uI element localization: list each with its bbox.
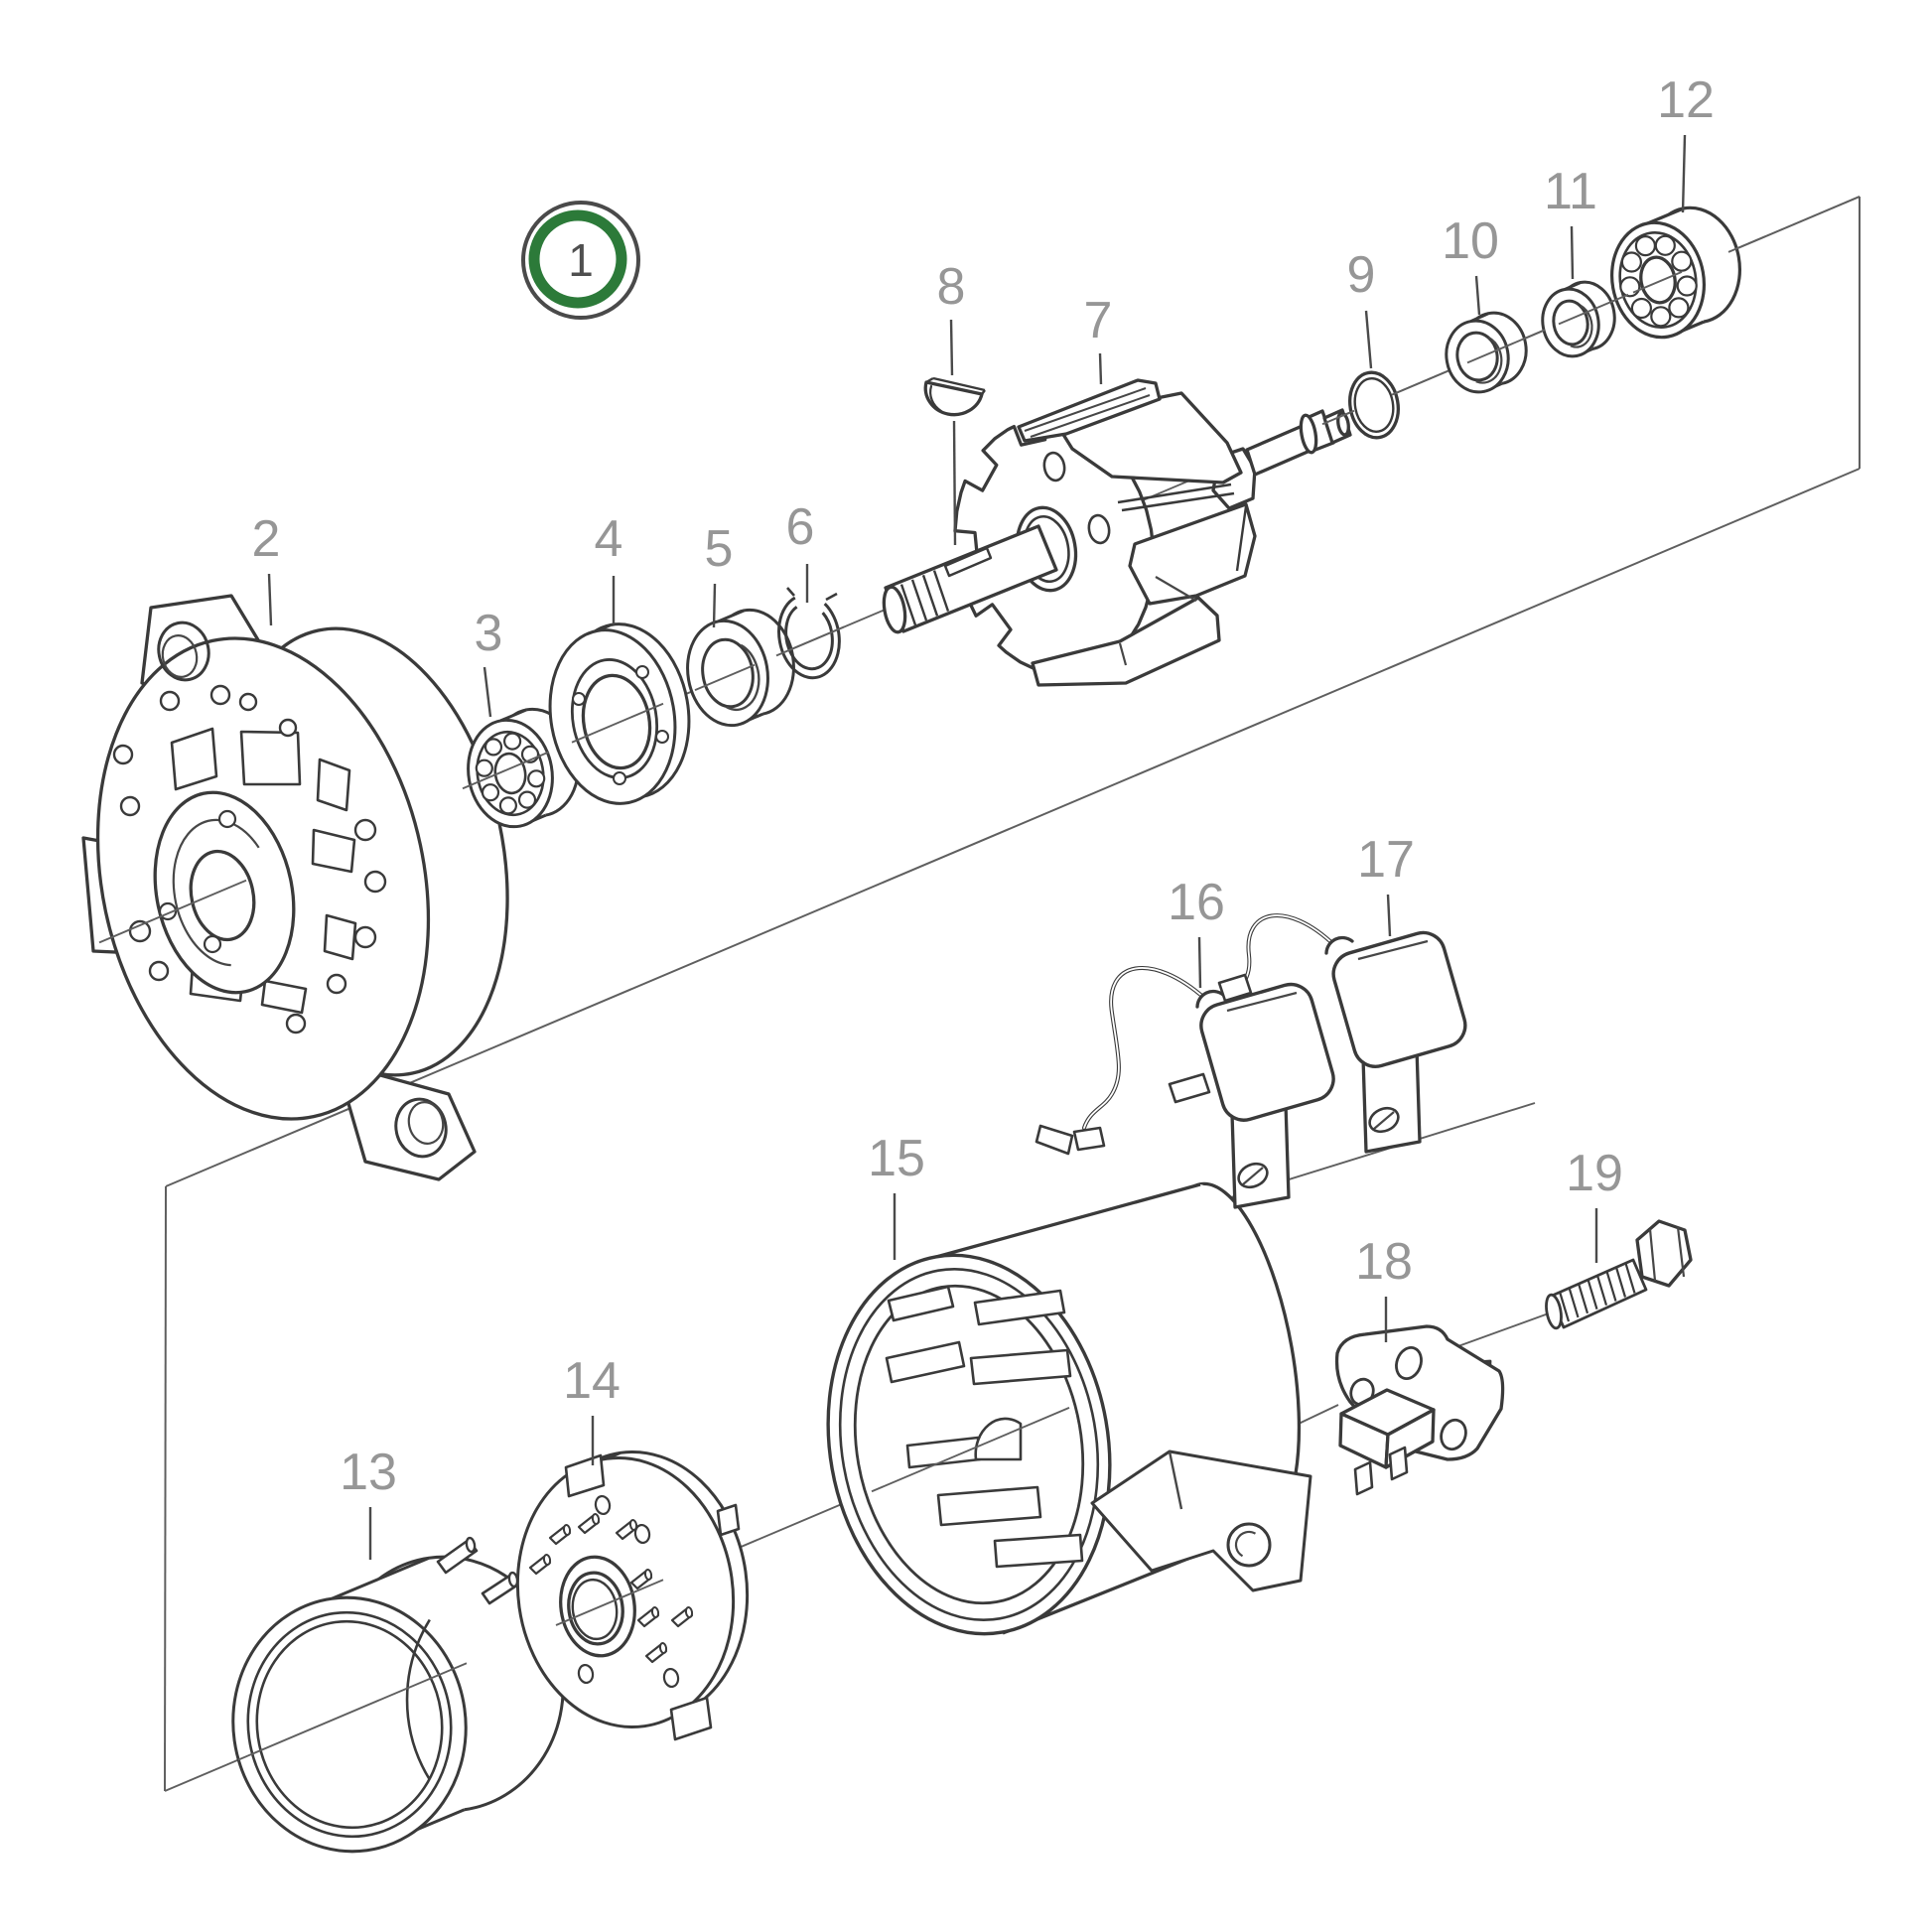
svg-text:7: 7	[1084, 292, 1113, 349]
svg-text:14: 14	[563, 1352, 621, 1410]
svg-text:5: 5	[705, 520, 734, 578]
svg-text:19: 19	[1566, 1145, 1623, 1202]
svg-text:3: 3	[475, 605, 503, 662]
svg-text:16: 16	[1168, 874, 1225, 931]
svg-text:17: 17	[1357, 831, 1415, 889]
svg-text:18: 18	[1355, 1233, 1413, 1291]
svg-text:10: 10	[1442, 212, 1499, 270]
svg-text:13: 13	[340, 1444, 397, 1501]
svg-text:1: 1	[568, 234, 594, 286]
svg-text:2: 2	[252, 510, 281, 568]
svg-text:8: 8	[937, 258, 966, 316]
svg-text:9: 9	[1347, 246, 1376, 304]
svg-text:6: 6	[786, 498, 815, 556]
svg-text:11: 11	[1544, 163, 1597, 220]
svg-text:15: 15	[868, 1130, 925, 1187]
svg-text:4: 4	[595, 510, 623, 568]
svg-text:12: 12	[1657, 71, 1715, 129]
